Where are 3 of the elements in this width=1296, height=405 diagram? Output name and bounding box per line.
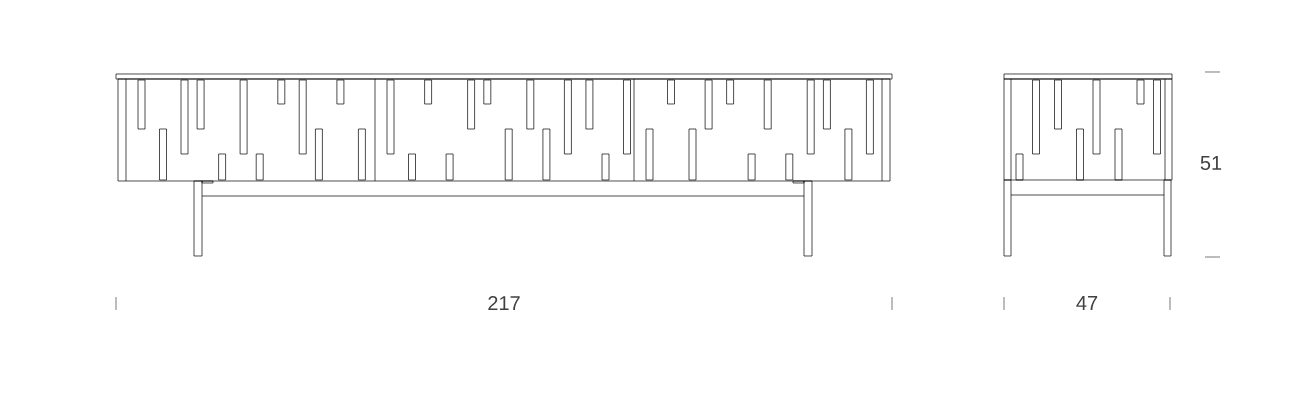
dimension-label: 51 <box>1200 156 1222 170</box>
dimension-label: 47 <box>1076 296 1098 310</box>
dimension-label: 217 <box>488 296 520 310</box>
